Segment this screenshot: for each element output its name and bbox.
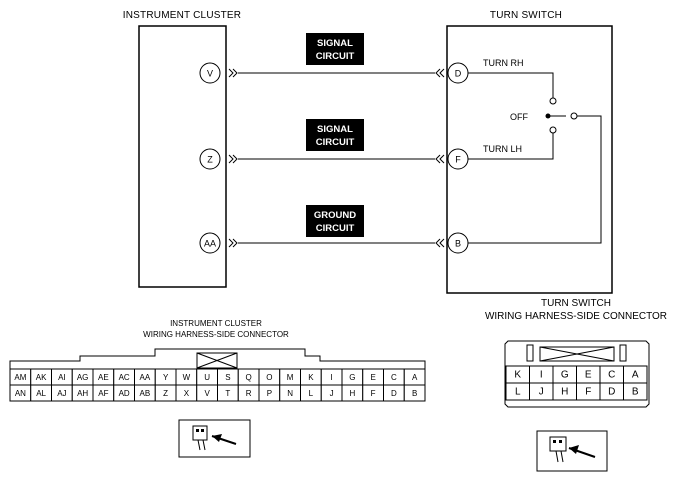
cluster-pin-label: W [183, 373, 191, 382]
cluster-pin-label: A [412, 373, 418, 382]
cluster-pin-label: Q [246, 373, 252, 382]
signal-circuit-label-1: SIGNAL CIRCUIT [306, 33, 364, 65]
pin-b: B [447, 232, 469, 254]
cluster-pin-label: AL [36, 389, 46, 398]
cluster-pin-label: Y [163, 373, 169, 382]
cluster-pin-label: E [370, 373, 375, 382]
switch-pin-label: E [585, 370, 592, 381]
cluster-pin-label: AH [77, 389, 88, 398]
cluster-pin-label: AB [140, 389, 151, 398]
cluster-pin-label: Z [163, 389, 168, 398]
cluster-connector-title-2: WIRING HARNESS-SIDE CONNECTOR [143, 330, 289, 339]
switch-pin-label: D [608, 387, 615, 398]
svg-text:B: B [455, 239, 461, 249]
pin-f: F [447, 148, 469, 170]
switch-pin-label: J [539, 387, 544, 398]
svg-text:CIRCUIT: CIRCUIT [316, 137, 355, 148]
cluster-pin-cell [403, 384, 426, 402]
cluster-pin-label: AK [36, 373, 47, 382]
cluster-pin-label: D [391, 389, 397, 398]
off-label: OFF [510, 112, 528, 122]
instrument-cluster-title: INSTRUMENT CLUSTER [123, 10, 241, 21]
cluster-pin-label: N [287, 389, 293, 398]
turn-switch-internal [468, 72, 602, 244]
svg-text:CIRCUIT: CIRCUIT [316, 223, 355, 234]
cluster-pin-label: X [184, 389, 190, 398]
cluster-connector-outline [9, 348, 426, 369]
cluster-pin-label: J [330, 389, 334, 398]
pin-v: V [199, 62, 221, 84]
cluster-pin-label: H [349, 389, 355, 398]
cluster-pin-label: I [331, 373, 333, 382]
cluster-pin-label: AF [98, 389, 108, 398]
svg-text:SIGNAL: SIGNAL [317, 38, 353, 49]
svg-text:GROUND: GROUND [314, 210, 356, 221]
signal-circuit-label-2: SIGNAL CIRCUIT [306, 119, 364, 151]
cluster-pin-label: AI [58, 373, 66, 382]
cluster-pin-label: AM [14, 373, 26, 382]
cluster-pin-label: AA [140, 373, 151, 382]
svg-text:F: F [455, 155, 461, 165]
switch-pin-label: H [561, 387, 568, 398]
svg-text:CIRCUIT: CIRCUIT [316, 51, 355, 62]
pin-aa: AA [199, 232, 221, 254]
switch-pin-label: L [515, 387, 521, 398]
switch-pin-label: A [632, 370, 639, 381]
turn-switch-title: TURN SWITCH [490, 10, 562, 21]
pin-d: D [447, 62, 469, 84]
switch-connector-outline [504, 340, 650, 408]
switch-connector-title-2: WIRING HARNESS-SIDE CONNECTOR [485, 311, 667, 322]
switch-pin-label: G [561, 370, 569, 381]
connector-view-icon-switch [536, 430, 608, 472]
instrument-cluster-box [138, 25, 227, 288]
cluster-pin-label: P [267, 389, 272, 398]
cluster-pin-label: V [204, 389, 210, 398]
cluster-pin-label: T [225, 389, 230, 398]
cluster-pin-label: AG [77, 373, 89, 382]
svg-text:V: V [207, 69, 213, 79]
switch-connector-pins: K I G E C A L J H F D B [505, 365, 648, 401]
cluster-pin-label: AC [119, 373, 130, 382]
switch-connector-title-1: TURN SWITCH [541, 298, 611, 309]
cluster-pin-label: AN [15, 389, 26, 398]
turn-lh-label: TURN LH [483, 144, 522, 154]
cluster-pin-label: AE [98, 373, 109, 382]
cluster-connector-title-1: INSTRUMENT CLUSTER [170, 319, 262, 328]
switch-pin-label: C [608, 370, 615, 381]
cluster-pin-label: AJ [57, 389, 66, 398]
svg-text:AA: AA [204, 239, 216, 249]
svg-text:D: D [455, 69, 462, 79]
cluster-pin-label: S [225, 373, 230, 382]
cluster-chevrons [228, 68, 238, 248]
pin-z: Z [199, 148, 221, 170]
turn-rh-label: TURN RH [483, 58, 524, 68]
switch-pin-label: I [540, 370, 543, 381]
connector-view-icon-cluster [178, 419, 251, 458]
cluster-pin-label: AD [119, 389, 130, 398]
ground-circuit-label: GROUND CIRCUIT [306, 205, 364, 237]
switch-pin-label: F [585, 387, 591, 398]
cluster-pin-label: F [371, 389, 376, 398]
turn-switch-box [446, 25, 613, 294]
switch-pin-cell [623, 382, 648, 401]
cluster-pin-label: R [246, 389, 252, 398]
cluster-pin-label: M [287, 373, 294, 382]
cluster-connector-pins: AM AK AI AG AE AC AA Y W U S Q O M K I G E C A AN AL AJ AH AF AD A… [9, 368, 426, 402]
cluster-pin-label: G [349, 373, 355, 382]
cluster-pin-label: L [309, 389, 314, 398]
cluster-pin-label: K [308, 373, 314, 382]
svg-text:Z: Z [207, 155, 213, 165]
cluster-pin-label: U [204, 373, 210, 382]
switch-chevrons [435, 68, 445, 248]
switch-pin-label: B [632, 387, 639, 398]
cluster-pin-label: O [266, 373, 272, 382]
switch-pin-label: K [514, 370, 521, 381]
cluster-pin-label: B [412, 389, 417, 398]
svg-text:SIGNAL: SIGNAL [317, 124, 353, 135]
cluster-pin-label: C [391, 373, 397, 382]
